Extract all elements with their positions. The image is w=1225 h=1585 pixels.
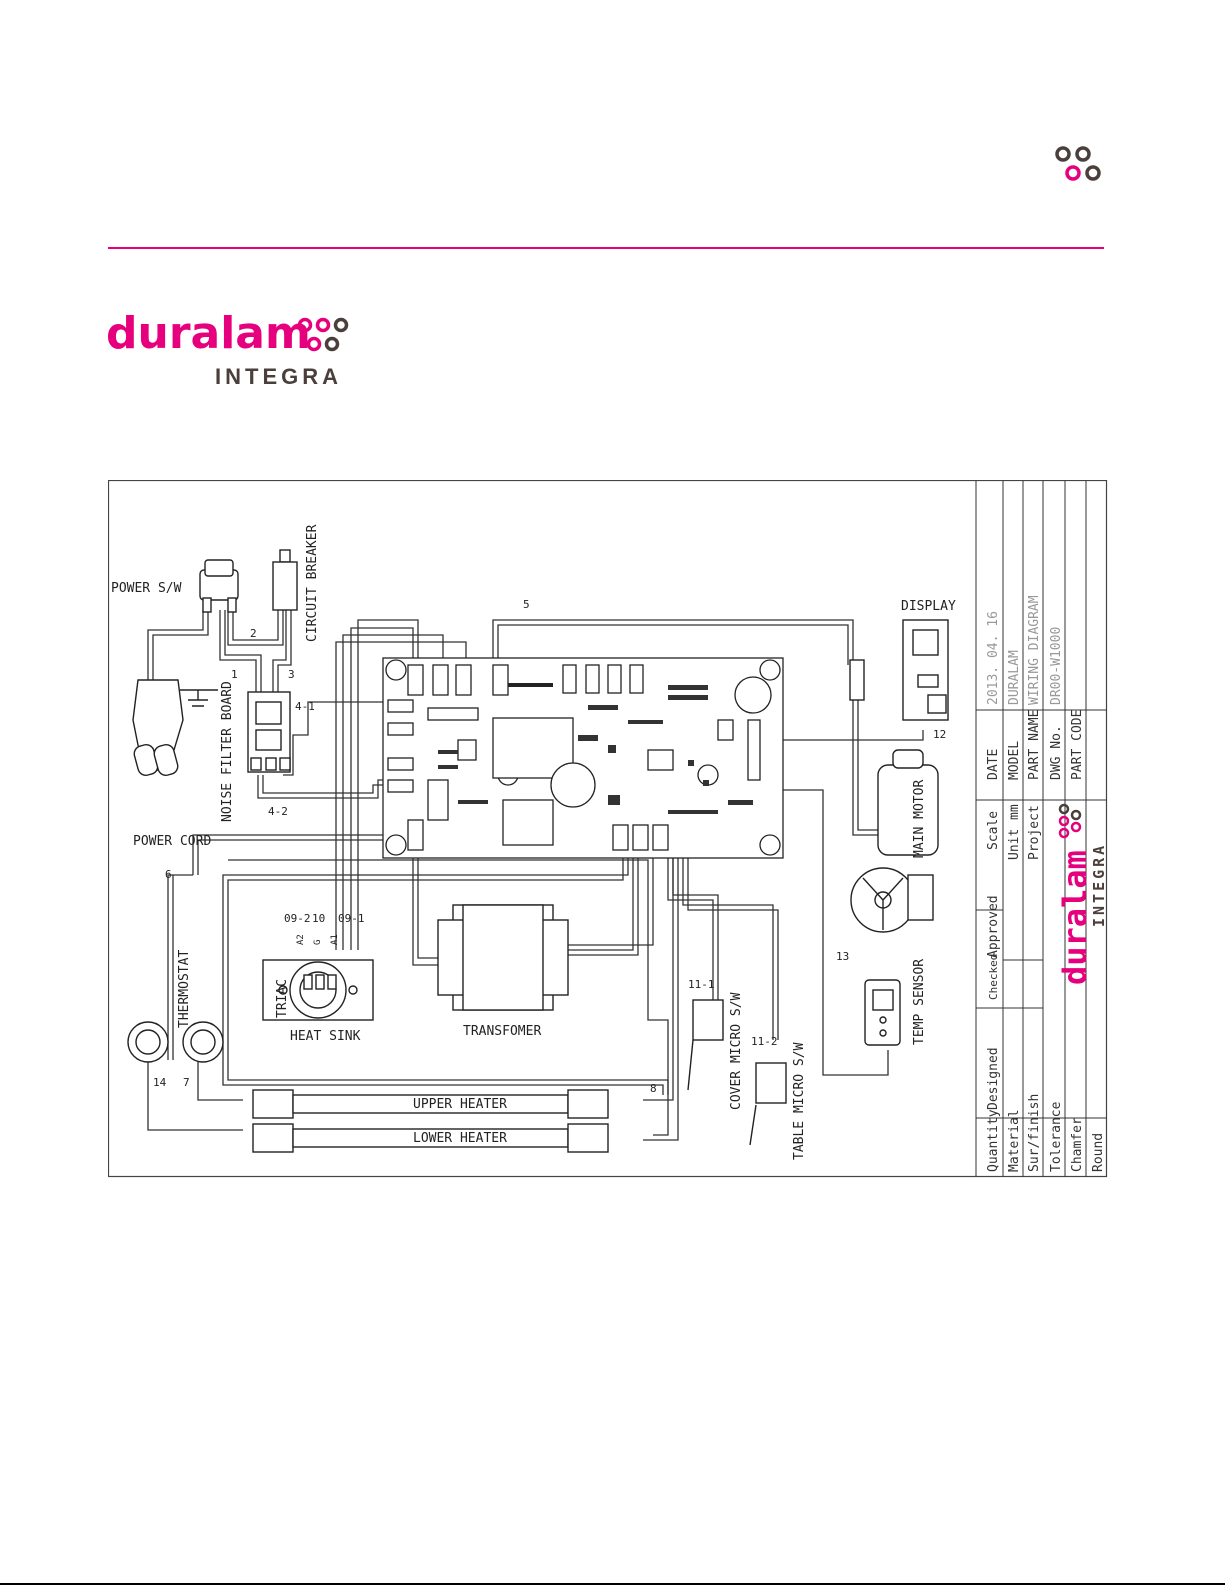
- label-upper-heater: UPPER HEATER: [413, 1097, 507, 1112]
- micro-switches: [687, 999, 787, 1146]
- tb-material-label: Material: [1007, 1109, 1022, 1172]
- noise-filter-board: [247, 691, 291, 773]
- brand-logo-circles-icon: [297, 317, 349, 352]
- tb-dwg-value: DR00-W1000: [1049, 627, 1064, 705]
- power-plug: [132, 679, 218, 776]
- heaters: [252, 1089, 609, 1153]
- num-2: 2: [250, 627, 257, 640]
- tb-date-value: 2013. 04. 16: [986, 611, 1001, 705]
- transformer: [437, 904, 569, 1011]
- label-triac: TRIAC: [275, 979, 290, 1018]
- num-a1: A1: [330, 934, 340, 945]
- power-switch: [199, 559, 239, 613]
- header-rule: [108, 247, 1104, 249]
- tb-project-label: Project: [1027, 805, 1042, 860]
- num-13: 13: [836, 950, 849, 963]
- tb-surfinish-label: Sur/finish: [1027, 1094, 1042, 1172]
- label-display: DISPLAY: [901, 599, 956, 614]
- title-block: [975, 481, 1107, 1177]
- brand-mark-icon: [1055, 146, 1101, 181]
- tb-part-code-label: PART CODE: [1070, 710, 1085, 780]
- main-pcb: [382, 657, 784, 859]
- label-thermostat: THERMOSTAT: [177, 950, 192, 1028]
- main-motor: [850, 749, 939, 933]
- num-11-1: 11-1: [688, 978, 715, 991]
- tb-part-name-value: WIRING DIAGRAM: [1027, 595, 1042, 705]
- num-1: 1: [231, 668, 238, 681]
- wiring-diagram: DATE 2013. 04. 16 MODEL DURALAM PART NAM…: [108, 480, 1108, 1178]
- label-transformer: TRANSFOMER: [463, 1024, 541, 1039]
- footer-rule: [0, 1583, 1225, 1585]
- tb-tolerance-label: Tolerance: [1049, 1101, 1064, 1172]
- num-5: 5: [523, 598, 530, 611]
- label-noise-filter: NOISE FILTER BOARD: [220, 681, 235, 822]
- num-6: 6: [165, 868, 172, 881]
- num-3: 3: [288, 668, 295, 681]
- label-table-micro: TABLE MICRO S/W: [792, 1042, 807, 1160]
- tb-dwg-label: DWG No.: [1049, 725, 1064, 780]
- tb-designed-label: Designed: [986, 1047, 1001, 1110]
- heat-sink: [262, 959, 374, 1021]
- brand-logo-word: duralam: [106, 308, 311, 359]
- display-module: [849, 619, 949, 721]
- brand-logo-sub: INTEGRA: [215, 364, 342, 389]
- num-a2: A2: [296, 934, 306, 945]
- num-4-2: 4-2: [268, 805, 288, 818]
- label-power-cord: POWER CORD: [133, 834, 211, 849]
- pcb-components: [438, 685, 753, 814]
- tb-unit-value: mm: [1007, 804, 1022, 820]
- tb-checked-label: Checked: [987, 954, 1000, 1000]
- label-lower-heater: LOWER HEATER: [413, 1131, 507, 1146]
- tb-chamfer-label: Chamfer: [1070, 1117, 1085, 1172]
- svg-text:duralam: duralam: [1056, 850, 1094, 985]
- svg-text:INTEGRA: INTEGRA: [1090, 843, 1108, 927]
- label-temp-sensor: TEMP SENSOR: [912, 959, 927, 1045]
- label-main-motor: MAIN MOTOR: [912, 780, 927, 858]
- temp-sensor: [864, 979, 901, 1046]
- circuit-breaker: [272, 549, 298, 611]
- label-heat-sink: HEAT SINK: [290, 1029, 361, 1044]
- num-10: 10: [312, 912, 325, 925]
- label-power-sw: POWER S/W: [111, 581, 182, 596]
- num-09-1: 09-1: [338, 912, 365, 925]
- tb-model-value: DURALAM: [1007, 650, 1022, 705]
- num-12: 12: [933, 728, 946, 741]
- label-circuit-breaker: CIRCUIT BREAKER: [305, 524, 320, 642]
- tb-unit-label: Unit: [1007, 829, 1022, 860]
- tb-logo: duralam INTEGRA: [1056, 803, 1108, 985]
- num-7: 7: [183, 1076, 190, 1089]
- tb-quantity-label: Quantity: [986, 1109, 1001, 1172]
- num-14: 14: [153, 1076, 167, 1089]
- tb-approved-label: Approved: [986, 895, 1001, 958]
- num-8: 8: [650, 1082, 657, 1095]
- wires: [147, 610, 924, 1141]
- tb-round-label: Round: [1091, 1133, 1106, 1172]
- num-09-2: 09-2: [284, 912, 311, 925]
- tb-date-label: DATE: [986, 749, 1001, 780]
- label-cover-micro: COVER MICRO S/W: [729, 992, 744, 1110]
- thermostats: [127, 1021, 224, 1063]
- tb-model-label: MODEL: [1007, 741, 1022, 780]
- tb-part-name-label: PART NAME: [1027, 710, 1042, 780]
- num-11-2: 11-2: [751, 1035, 778, 1048]
- num-4-1: 4-1: [295, 700, 315, 713]
- num-g: G: [313, 940, 323, 945]
- tb-scale-label: Scale: [986, 811, 1001, 850]
